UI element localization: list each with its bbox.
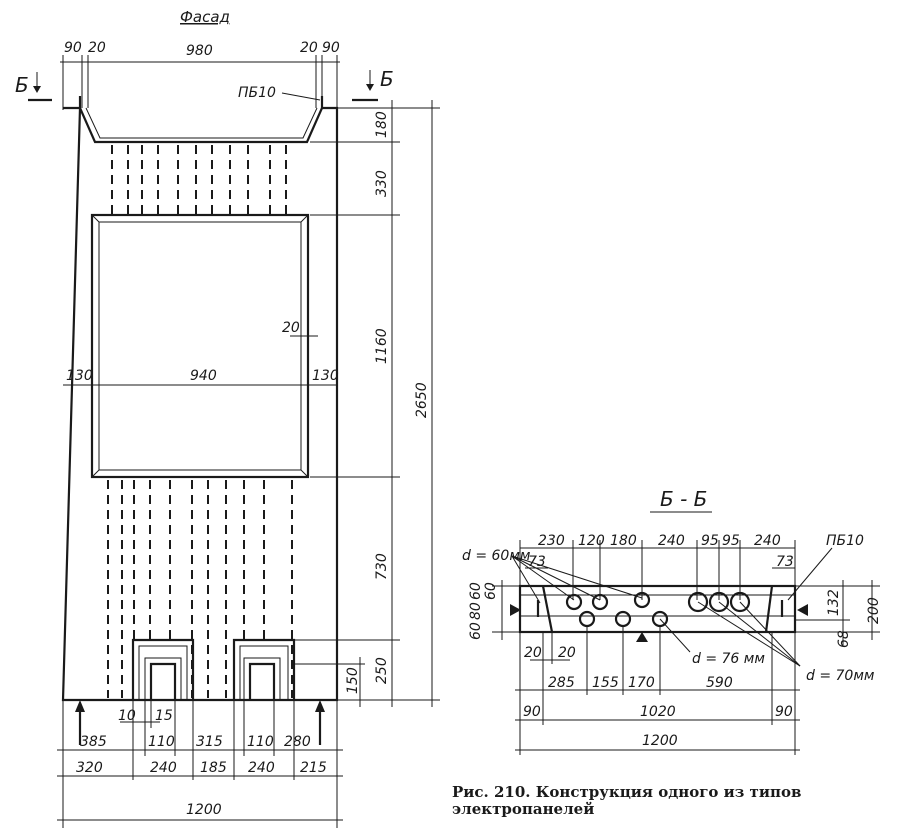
svg-text:90: 90 bbox=[64, 40, 82, 56]
section-title: Б - Б bbox=[660, 487, 707, 511]
svg-text:155: 155 bbox=[592, 675, 619, 691]
svg-text:132: 132 bbox=[826, 589, 842, 616]
svg-text:1160: 1160 bbox=[374, 328, 390, 364]
conduits-lower bbox=[107, 480, 293, 698]
facade-total-width: 1200 bbox=[186, 802, 222, 818]
facade-total-height: 2650 bbox=[414, 382, 430, 418]
window-opening bbox=[90, 213, 310, 479]
svg-text:200: 200 bbox=[866, 597, 882, 624]
svg-text:590: 590 bbox=[706, 675, 733, 691]
section-mark-right: Б bbox=[352, 67, 394, 102]
svg-text:240: 240 bbox=[658, 533, 685, 549]
svg-text:185: 185 bbox=[200, 760, 227, 776]
svg-text:980: 980 bbox=[186, 43, 213, 59]
svg-text:730: 730 bbox=[374, 553, 390, 580]
svg-text:60: 60 bbox=[468, 582, 484, 600]
svg-text:280: 280 bbox=[284, 734, 311, 750]
section-pb10-label: ПБ10 bbox=[826, 533, 864, 549]
svg-text:320: 320 bbox=[76, 760, 103, 776]
facade-top-dimensions: 90 20 980 20 90 bbox=[60, 40, 340, 110]
panel-outline bbox=[61, 96, 339, 702]
svg-text:80: 80 bbox=[468, 602, 484, 620]
facade-right-dimensions: 180 330 1160 730 250 150 2650 bbox=[295, 100, 440, 707]
svg-text:385: 385 bbox=[80, 734, 107, 750]
svg-text:95: 95 bbox=[701, 533, 719, 549]
hole-label-76: d = 76 мм bbox=[692, 651, 765, 667]
bottom-box-left bbox=[131, 638, 195, 700]
window-dim-middle: 940 bbox=[190, 368, 217, 384]
svg-text:1020: 1020 bbox=[640, 704, 676, 720]
lift-arrow-right bbox=[315, 700, 325, 745]
svg-text:240: 240 bbox=[150, 760, 177, 776]
svg-text:230: 230 bbox=[538, 533, 565, 549]
section-mark-right-label: Б bbox=[380, 67, 394, 91]
svg-text:60: 60 bbox=[468, 622, 484, 640]
svg-text:95: 95 bbox=[722, 533, 740, 549]
svg-text:170: 170 bbox=[628, 675, 655, 691]
svg-text:110: 110 bbox=[247, 734, 274, 750]
hole-label-60: d = 60мм bbox=[462, 548, 531, 564]
hole-label-70: d = 70мм bbox=[806, 668, 875, 684]
facade-title: Фасад bbox=[180, 8, 230, 26]
section-mark-left: Б bbox=[15, 72, 52, 102]
window-dim-left: 130 bbox=[66, 368, 93, 384]
svg-text:180: 180 bbox=[374, 111, 390, 138]
section-mark-left-label: Б bbox=[15, 73, 29, 97]
facade-view: Фасад Б Б ПБ10 90 20 980 bbox=[15, 8, 440, 828]
section-bottom-dimensions: 20 20 285 155 170 590 90 1020 90 1200 bbox=[515, 626, 800, 755]
section-total-width: 1200 bbox=[642, 733, 678, 749]
section-holes bbox=[565, 591, 751, 628]
section-view: Б - Б ПБ10 230 120 180 240 95 95 240 73 bbox=[462, 487, 882, 755]
svg-text:20: 20 bbox=[300, 40, 318, 56]
svg-text:20: 20 bbox=[524, 645, 542, 661]
svg-text:250: 250 bbox=[374, 657, 390, 684]
svg-text:215: 215 bbox=[300, 760, 327, 776]
svg-text:315: 315 bbox=[196, 734, 223, 750]
svg-text:180: 180 bbox=[610, 533, 637, 549]
section-top-dimensions: 230 120 180 240 95 95 240 73 73 bbox=[519, 533, 796, 600]
svg-text:90: 90 bbox=[775, 704, 793, 720]
section-body bbox=[518, 584, 797, 634]
svg-text:285: 285 bbox=[548, 675, 575, 691]
lift-arrow-left bbox=[75, 700, 85, 745]
svg-text:73: 73 bbox=[776, 554, 794, 570]
svg-text:60: 60 bbox=[483, 582, 499, 600]
facade-bottom-dimensions: 10 15 385 110 315 110 280 320 240 185 24… bbox=[57, 700, 343, 828]
svg-text:68: 68 bbox=[836, 630, 852, 648]
figure-caption: Рис. 210. Конструкция одного из типов эл… bbox=[452, 783, 802, 818]
svg-text:20: 20 bbox=[558, 645, 576, 661]
svg-text:240: 240 bbox=[248, 760, 275, 776]
svg-text:120: 120 bbox=[578, 533, 605, 549]
svg-text:10: 10 bbox=[118, 708, 136, 724]
facade-pb10-label: ПБ10 bbox=[238, 85, 276, 101]
svg-text:330: 330 bbox=[374, 170, 390, 197]
conduits-upper bbox=[111, 145, 287, 215]
svg-text:90: 90 bbox=[523, 704, 541, 720]
svg-text:240: 240 bbox=[754, 533, 781, 549]
svg-text:150: 150 bbox=[345, 667, 361, 694]
svg-text:110: 110 bbox=[148, 734, 175, 750]
svg-text:90: 90 bbox=[322, 40, 340, 56]
svg-text:20: 20 bbox=[88, 40, 106, 56]
svg-text:15: 15 bbox=[155, 708, 173, 724]
window-dim-right: 130 bbox=[312, 368, 339, 384]
window-frame-dim: 20 bbox=[282, 320, 300, 336]
bottom-box-right bbox=[232, 638, 296, 700]
